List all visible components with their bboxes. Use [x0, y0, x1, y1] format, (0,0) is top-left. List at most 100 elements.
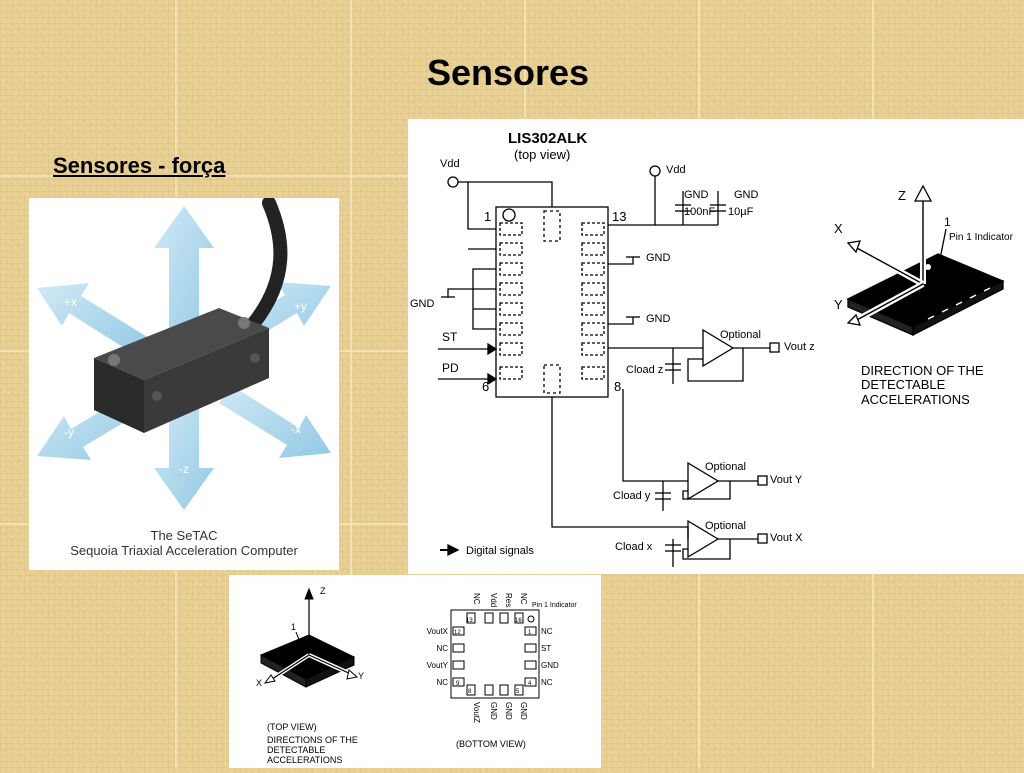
- gnd-a-label: GND: [646, 252, 671, 264]
- top-pads: [466, 612, 524, 624]
- bottom-pin-label: GND: [489, 702, 498, 720]
- vout-x-label: Vout X: [770, 532, 803, 544]
- amp-y-feedback: [682, 481, 731, 500]
- sensor-top: [94, 308, 269, 380]
- tiny-chip: [259, 587, 359, 688]
- mount-hole: [250, 353, 260, 363]
- pd-arrow: [487, 372, 498, 386]
- right-pin-label: ST: [541, 644, 551, 653]
- pad-13: 13: [466, 618, 473, 624]
- right-pin-label: NC: [541, 678, 553, 687]
- left-pin-label: VoutY: [427, 661, 449, 670]
- optional-x: Optional: [705, 520, 746, 532]
- vdd-left-terminal: [447, 176, 459, 188]
- bottom-view-body: [450, 609, 540, 699]
- vdd-right-label: Vdd: [666, 164, 686, 176]
- digital-arrow-head: [447, 543, 460, 557]
- direction-line2: DETECTABLE: [861, 377, 946, 392]
- axis-mark: -z: [179, 462, 189, 476]
- pad-1: 1: [528, 630, 532, 636]
- slide-subtitle: Sensores - força: [53, 153, 226, 178]
- amp-y: [687, 461, 720, 501]
- amp-x: [687, 519, 720, 559]
- chip-inner: [543, 364, 561, 394]
- right-pin-label: NC: [541, 627, 553, 636]
- pad-12: 12: [454, 630, 461, 636]
- direction-line3: ACCELERATIONS: [861, 392, 970, 407]
- cap2-value: 10µF: [728, 206, 754, 218]
- arrow-upper-left: [37, 283, 149, 356]
- pin1-indicator-dot: [527, 615, 535, 623]
- vdd-left-wire: [458, 181, 496, 230]
- lis302alk-schematic: LIS302ALK (top view) 1 13 6 8 Vdd: [410, 130, 1014, 567]
- pkg-top-view: (TOP VIEW): [267, 722, 317, 732]
- pkg-pin1-indicator: Pin 1 Indicator: [532, 602, 577, 609]
- vdd-right-terminal: [649, 165, 661, 177]
- pad-16: 16: [515, 618, 522, 624]
- mount-hole: [108, 354, 120, 366]
- gnd-b-wire: [608, 317, 634, 325]
- slide-title-text: Sensores: [426, 52, 590, 93]
- setac-photo: +x +y -y -x -z The SeTAC Sequoia Triaxia…: [29, 196, 339, 570]
- pin1-dot: [502, 208, 516, 222]
- axis-z-label: Z: [898, 188, 906, 203]
- bottom-pin-label: VoutZ: [472, 702, 481, 723]
- gnd-left-stub: [447, 288, 473, 297]
- cload-y-label: Cload y: [613, 490, 651, 502]
- bottom-pads: [466, 684, 524, 696]
- amp-z-feedback: [687, 348, 744, 382]
- left-pin-label: NC: [436, 644, 448, 653]
- chip-inner: [543, 210, 561, 242]
- sensor-cable: [247, 196, 288, 330]
- chip-name: LIS302ALK: [508, 130, 587, 147]
- pkg-dir-line2: DETECTABLE: [267, 745, 325, 755]
- bottom-pin-label: GND: [519, 702, 528, 720]
- slide-title: Sensores: [0, 52, 1024, 94]
- axis-x-label: X: [834, 221, 843, 236]
- vout-y-wire: [622, 389, 688, 482]
- pin-1-label: 1: [484, 209, 491, 224]
- cload-x-label: Cload x: [615, 541, 653, 553]
- tile-line: [350, 0, 352, 768]
- top-pin-label: NC: [519, 593, 528, 605]
- left-pads: [452, 626, 465, 687]
- mount-hole: [152, 391, 162, 401]
- axis-mark: -x: [291, 422, 301, 436]
- top-pin-label: NC: [472, 593, 481, 605]
- vout-y-label: Vout Y: [770, 474, 803, 486]
- chip-view: (top view): [514, 147, 570, 162]
- pin1-indicator-label: Pin 1 Indicator: [949, 232, 1014, 243]
- schematic-panel: LIS302ALK (top view) 1 13 6 8 Vdd: [408, 119, 1024, 574]
- vout-z-label: Vout z: [784, 341, 815, 353]
- axis-mark: +y: [294, 299, 307, 313]
- arrow-down: [154, 398, 214, 510]
- arrow-lower-right: [219, 385, 331, 458]
- vdd-top-wire: [468, 181, 553, 207]
- pin-8-label: 8: [614, 379, 621, 394]
- pkg-axis-z: Z: [320, 586, 326, 596]
- gnd-b-label: GND: [646, 313, 671, 325]
- axis-mark: +x: [64, 295, 77, 309]
- left-pin-label: NC: [436, 678, 448, 687]
- right-pads: [524, 626, 537, 687]
- top-pin-label: Vdd: [489, 593, 498, 607]
- bottom-pin-label: GND: [504, 702, 513, 720]
- pad-9: 9: [456, 681, 460, 687]
- pin1-number: 1: [944, 215, 951, 229]
- cap2-gnd: GND: [734, 189, 759, 201]
- pad-5: 5: [516, 689, 520, 695]
- pin1-leader: [939, 228, 947, 260]
- vout-y-terminal: [757, 475, 768, 486]
- package-panel: Z X Y 1 (TOP VIEW) DIRECTIONS OF THE DET…: [229, 575, 601, 768]
- st-arrow: [487, 342, 498, 356]
- cload-z-label: Cload z: [626, 364, 663, 376]
- sensor-side: [144, 328, 269, 433]
- left-pin-label: VoutX: [427, 627, 449, 636]
- pkg-pin1: 1: [291, 622, 296, 632]
- cap1-value: 100nF: [684, 206, 715, 218]
- axis-chip: [846, 184, 1005, 337]
- pin-13-label: 13: [612, 209, 626, 224]
- setac-illustration: +x +y -y -x -z: [37, 196, 331, 510]
- pkg-axis-x: X: [256, 678, 262, 688]
- gnd-left-label: GND: [410, 298, 435, 310]
